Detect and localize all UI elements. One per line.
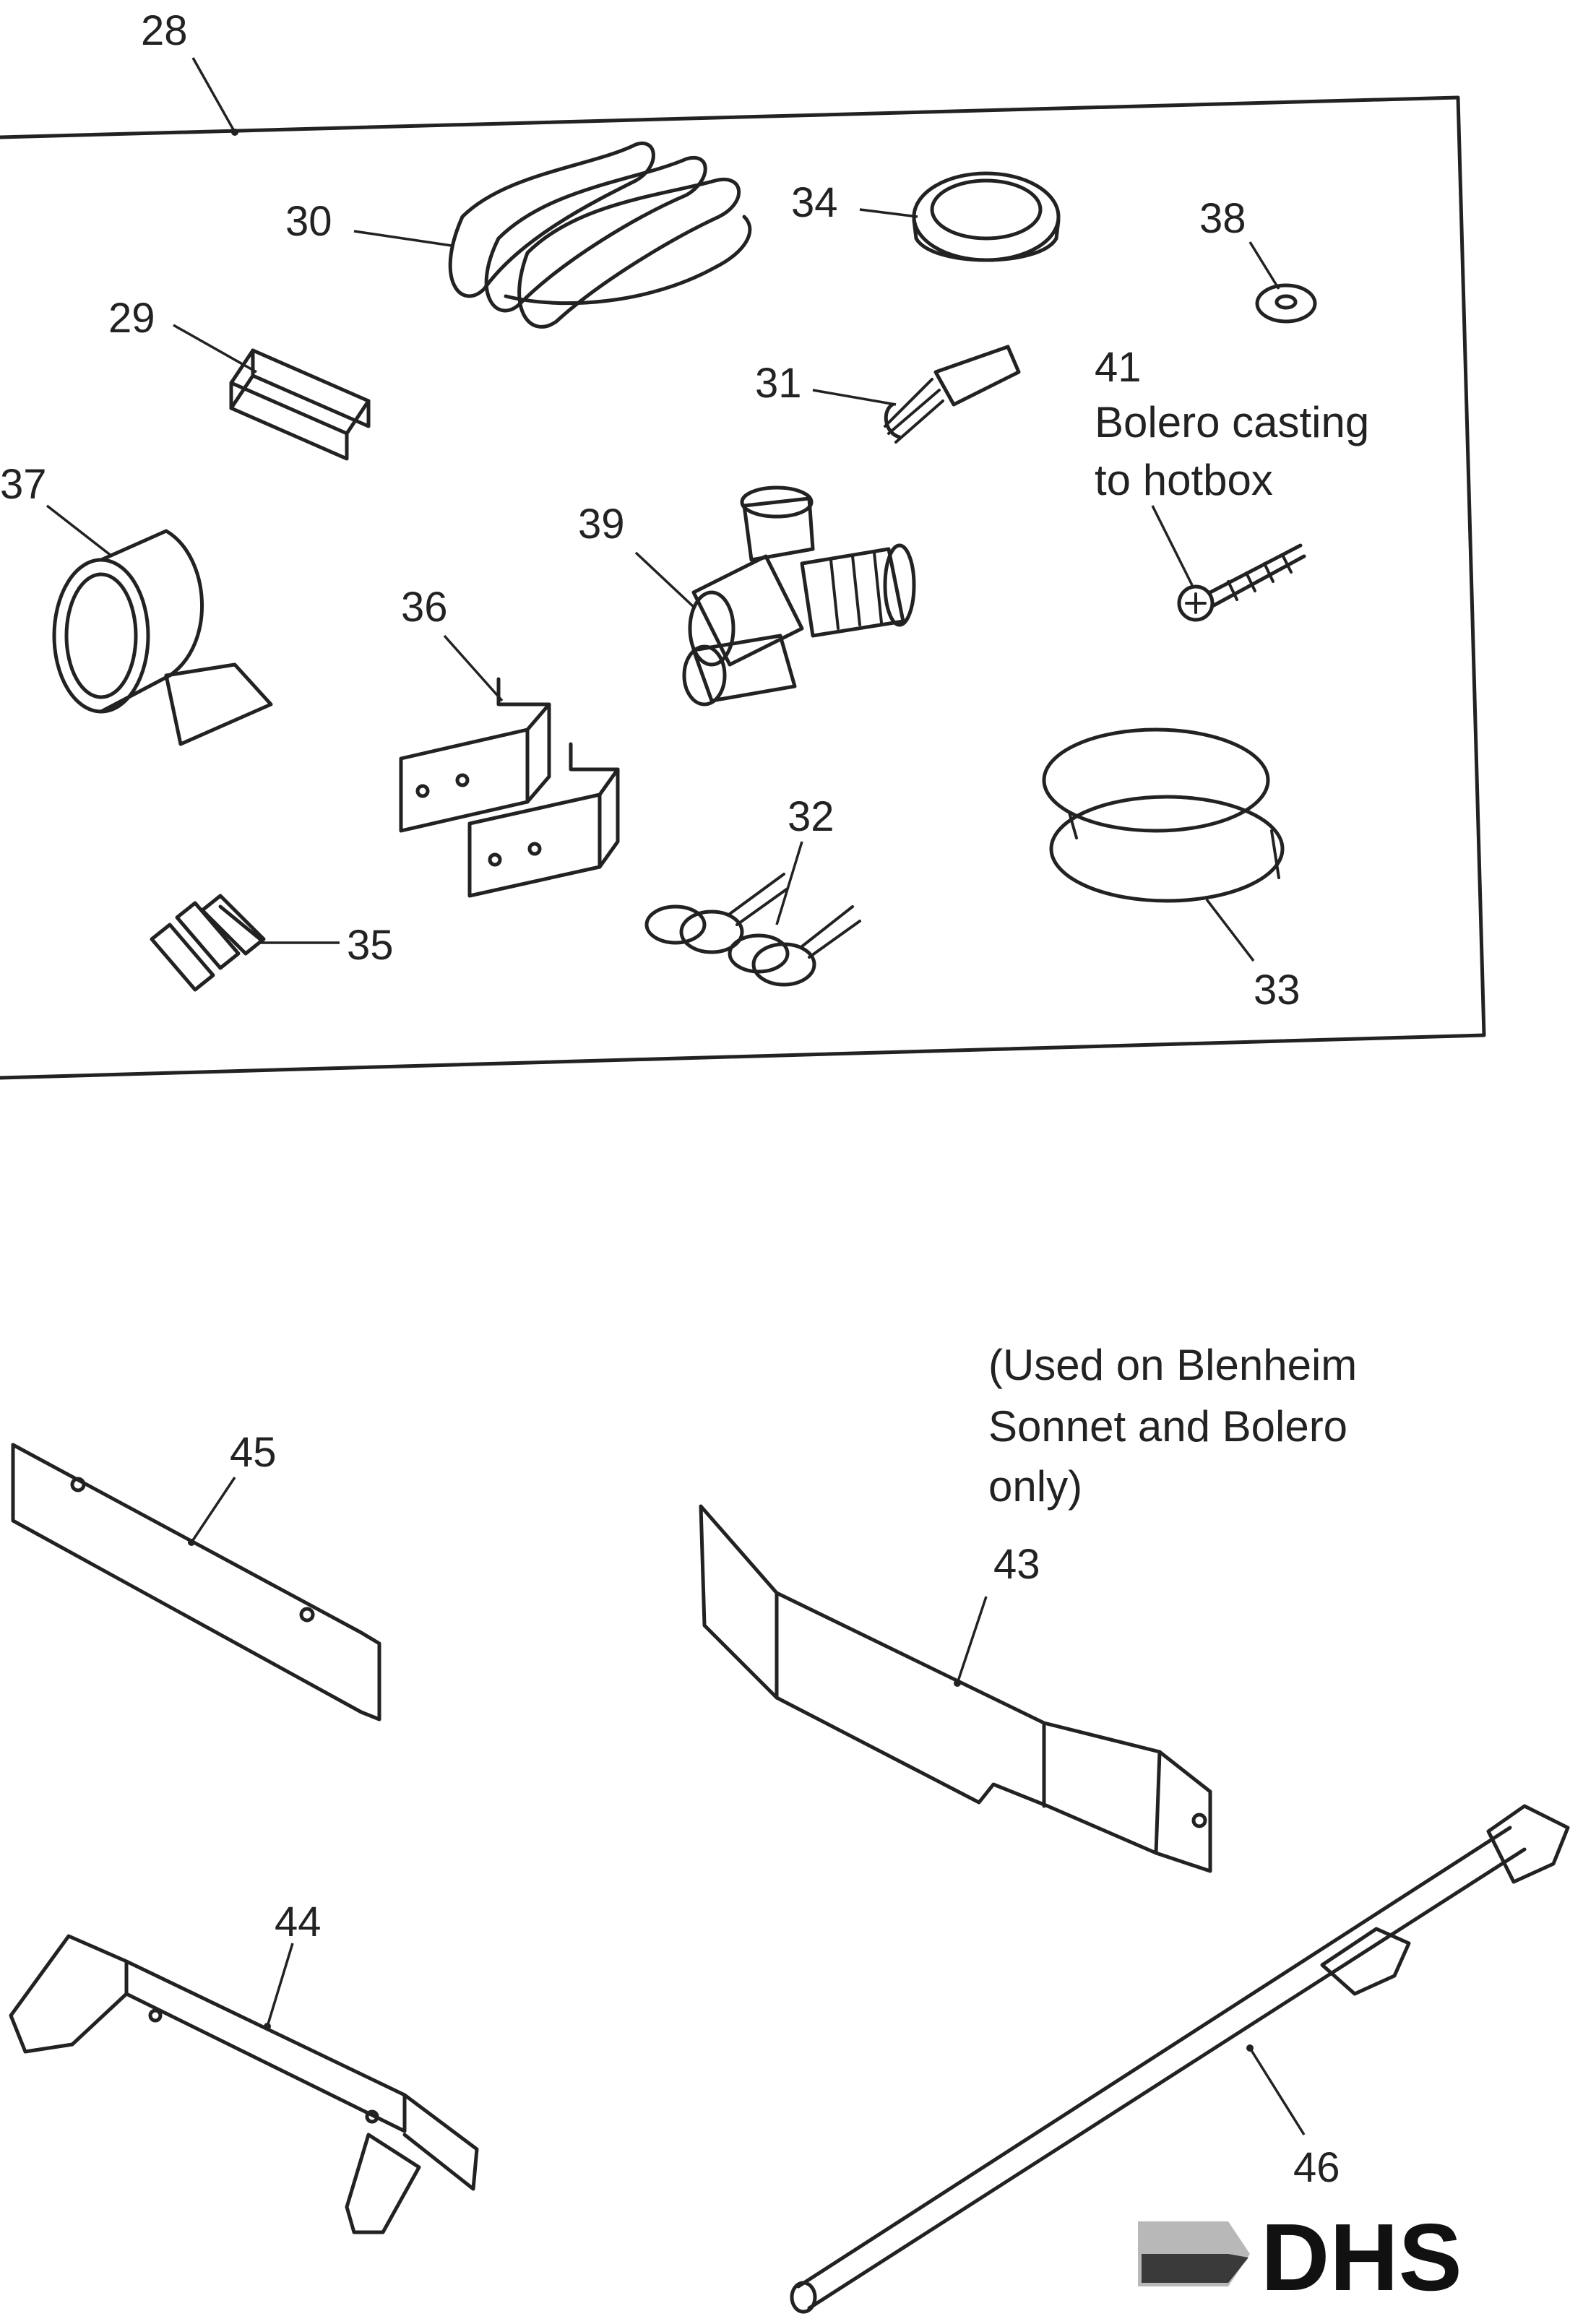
callout-43-leader (956, 1596, 988, 1684)
usage-note-line-3: only) (988, 1462, 1082, 1511)
callout-29: 29 (108, 295, 155, 342)
kit-box-outline (0, 95, 1486, 1080)
callout-38: 38 (1199, 195, 1246, 242)
callout-28: 28 (141, 7, 188, 54)
callout-34-leader (859, 208, 918, 218)
callout-35: 35 (347, 922, 394, 969)
bracket-part (399, 677, 620, 898)
circlip-part (1042, 727, 1285, 903)
callout-39: 39 (578, 501, 625, 548)
usage-note-line-1: (Used on Blenheim (988, 1341, 1357, 1389)
hotbox-screw-part (1177, 543, 1306, 622)
callout-45-leader (190, 1477, 236, 1543)
wall-plug-part (150, 894, 266, 992)
callout-38-leader (1248, 241, 1280, 290)
callout-44-leader (266, 1943, 294, 2027)
callout-41: 41 (1095, 344, 1142, 391)
callout-37-leader (46, 504, 113, 558)
callout-44: 44 (275, 1898, 322, 1945)
callout-32: 32 (788, 793, 834, 840)
arrow-logo-icon (1138, 2221, 1250, 2286)
dhs-logo: DHS (1138, 2204, 1462, 2310)
logo-text: DHS (1261, 2204, 1462, 2310)
rope-seal-part (448, 141, 752, 329)
callout-31: 31 (755, 360, 802, 407)
callout-36-leader (443, 634, 504, 702)
callout-33-leader (1205, 898, 1255, 962)
callout-37: 37 (0, 461, 47, 508)
callout-30: 30 (285, 198, 332, 245)
bolero-note-line-1: Bolero casting (1095, 398, 1369, 446)
channel-strip-part (229, 348, 371, 461)
usage-note-line-2: Sonnet and Bolero (988, 1402, 1347, 1451)
callout-45: 45 (230, 1429, 277, 1476)
callout-46-leader (1248, 2047, 1306, 2135)
callout-30-leader (353, 230, 452, 247)
angled-baffle-part (699, 1504, 1212, 1873)
spring-clip-screw-part (884, 345, 1021, 444)
eye-screw-part (644, 873, 861, 987)
valve-fitting-part (682, 485, 916, 707)
support-bracket-part (9, 1934, 479, 2234)
washer-part (1255, 283, 1317, 324)
callout-39-leader (634, 551, 695, 608)
callout-29-leader (173, 324, 257, 373)
flat-plate-part (11, 1443, 381, 1722)
control-rod-part (790, 1804, 1570, 2314)
callout-34: 34 (791, 179, 838, 226)
callout-41-leader (1151, 505, 1194, 586)
bolero-note-line-2: to hotbox (1095, 456, 1273, 504)
callout-28-leader (191, 57, 236, 133)
callout-43: 43 (993, 1541, 1040, 1588)
callout-36: 36 (401, 584, 448, 631)
callout-46: 46 (1293, 2144, 1340, 2191)
callout-32-leader (775, 841, 803, 925)
callout-31-leader (812, 389, 897, 406)
foil-tape-part (52, 529, 273, 746)
callout-33: 33 (1254, 967, 1301, 1014)
gasket-ring-part (912, 171, 1061, 262)
